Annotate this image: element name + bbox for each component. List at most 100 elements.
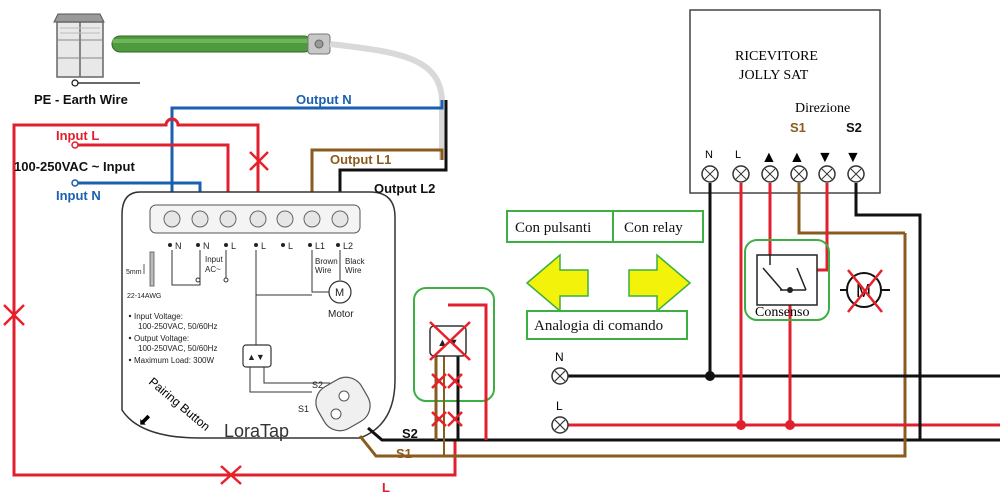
supply-n-label: N: [555, 350, 564, 364]
l-bottom-label: L: [382, 480, 390, 495]
pushbutton-red-wire: [448, 303, 488, 440]
spec-line-2: 100-250VAC, 50/60Hz: [138, 322, 217, 331]
pushbutton-box: [413, 287, 495, 402]
input-ac-label-2: AC~: [205, 265, 221, 274]
con-relay-label: Con relay: [624, 220, 683, 236]
cross-mark-icon: [847, 269, 883, 313]
module-s1-label: S1: [298, 404, 309, 414]
terminal-labels: N N L L L L1 L2: [168, 241, 353, 251]
pairing-arrow-icon: ⬋: [138, 412, 151, 429]
supply-l-label: L: [556, 399, 563, 413]
analogia-label: Analogia di comando: [534, 318, 663, 334]
pe-earth-label: PE - Earth Wire: [34, 92, 128, 107]
strip-length-label: 5mm: [126, 269, 142, 276]
spec-line-1: Input Voltage:: [134, 312, 183, 321]
supply-n-terminal: [551, 367, 569, 385]
term-label-out-l1: L1: [315, 241, 325, 251]
output-n-label: Output N: [296, 92, 352, 107]
receiver-s1-label: S1: [790, 120, 806, 135]
module-motor-label: Motor: [328, 309, 354, 320]
output-l1-label: Output L1: [330, 152, 391, 167]
s1-wire-label: S1: [396, 446, 412, 461]
output-l1-wire: [310, 148, 444, 216]
switch-s1-line: [249, 367, 312, 393]
receiver-up2-wire: [797, 183, 905, 235]
cross-mark-icon: [3, 304, 25, 326]
receiver-box: [689, 9, 881, 194]
arrow-left-icon: [525, 253, 589, 313]
junction-dot: [736, 420, 746, 430]
term-label-l2: L: [261, 241, 266, 251]
receiver-s2-label: S2: [846, 120, 862, 135]
module-motor-icon: [328, 280, 352, 304]
input-voltage-label: 100-250VAC ~ Input: [14, 159, 135, 174]
cross-mark-icon: [431, 373, 463, 389]
con-pulsanti-box: Con pulsanti: [506, 210, 614, 243]
relay-contacts-icon: [756, 254, 818, 306]
receiver-term-up1: ▲: [761, 149, 777, 166]
receiver-term-l: L: [735, 149, 741, 161]
term-label-l3: L: [288, 241, 293, 251]
module-s2-label: S2: [312, 380, 323, 390]
receiver-down2-wire: [854, 183, 922, 440]
wire-gauge-label: 22-14AWG: [127, 293, 161, 300]
spec-line-3: Output Voltage:: [134, 334, 189, 343]
input-n-label: Input N: [56, 188, 101, 203]
device-name: LoraTap: [224, 421, 289, 441]
black-wire-label-2: Wire: [345, 266, 362, 275]
s2-wire: [367, 426, 1000, 442]
module-specs: Input Voltage: 100-250VAC, 50/60Hz Outpu…: [128, 312, 217, 365]
receiver-title-2: JOLLY SAT: [739, 68, 809, 83]
motor-cable: [329, 41, 445, 160]
receiver-term-up2: ▲: [789, 149, 805, 166]
roller-shutter-icon: [53, 13, 105, 78]
cross-mark-icon: [431, 411, 463, 427]
tubular-motor-icon: [111, 33, 331, 55]
consenso-label: Consenso: [755, 305, 809, 320]
junction-dot: [705, 371, 715, 381]
terminal-screws: [163, 210, 349, 228]
output-l2-label: Output L2: [374, 181, 435, 196]
receiver-terminals: [701, 165, 865, 183]
cross-mark-icon: [249, 151, 269, 171]
output-n-wire: [170, 100, 444, 216]
input-ac-brace: Input AC~: [171, 250, 229, 286]
brown-wire-label-1: Brown: [315, 257, 338, 266]
junction-dot: [785, 420, 795, 430]
term-label-l1: L: [231, 241, 236, 251]
input-l-terminal-icon: [71, 141, 79, 149]
receiver-term-down1: ▼: [817, 149, 833, 166]
supply-l-terminal: [551, 416, 569, 434]
input-ac-label-1: Input: [205, 255, 224, 264]
spec-line-5: Maximum Load: 300W: [134, 356, 214, 365]
consenso-box: [744, 239, 830, 321]
brown-wire-label-2: Wire: [315, 266, 332, 275]
spec-line-4: 100-250VAC, 50/60Hz: [138, 344, 217, 353]
receiver-term-n: N: [705, 149, 713, 161]
s1-wire: [358, 233, 907, 458]
relay-contact-1: [762, 267, 783, 291]
receiver-down1-wire: [816, 183, 829, 272]
receiver-title-1: RICEVITORE: [735, 49, 818, 64]
direction-label: Direzione: [795, 101, 850, 116]
con-relay-box: Con relay: [612, 210, 704, 243]
relay-contact-2: [796, 267, 807, 291]
motor-line-l1: [311, 250, 332, 293]
input-n-terminal-icon: [71, 179, 79, 187]
term-label-n1: N: [175, 241, 182, 251]
switch-s2-line: [263, 367, 330, 384]
term-label-n2: N: [203, 241, 210, 251]
cross-mark-icon: [220, 465, 242, 485]
module-motor-symbol: M: [335, 287, 344, 299]
input-l-label: Input L: [56, 128, 99, 143]
con-pulsanti-label: Con pulsanti: [515, 220, 591, 236]
pairing-button[interactable]: [309, 371, 376, 438]
term-label-out-l2: L2: [343, 241, 353, 251]
s2-wire-label: S2: [402, 426, 418, 441]
module-switch-icon: [242, 344, 272, 368]
module-switch-arrows: ▲▼: [247, 352, 265, 362]
receiver-term-down2: ▼: [845, 149, 861, 166]
black-wire-label-1: Black: [345, 257, 366, 266]
